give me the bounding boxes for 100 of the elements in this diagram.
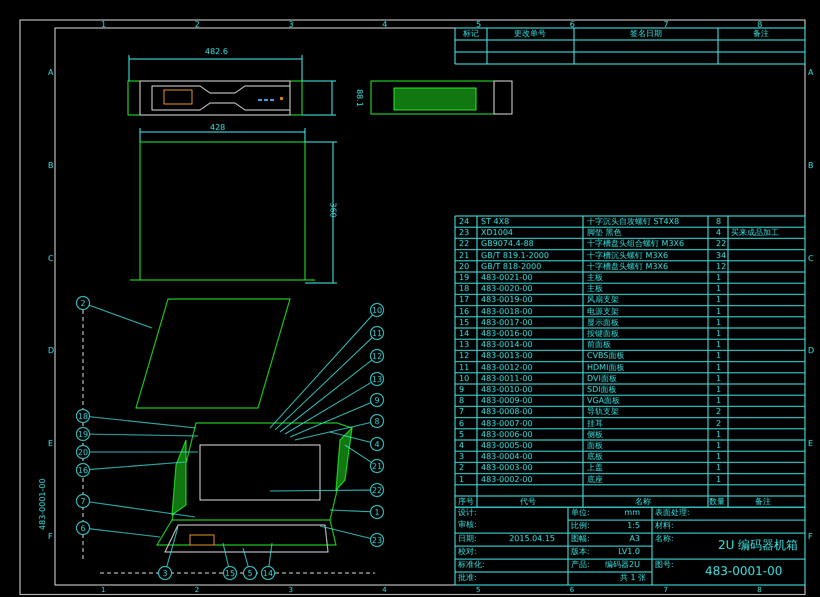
leader-line: [330, 432, 371, 443]
part-name: 主板: [587, 273, 603, 283]
part-code: 483-0019-00: [481, 295, 533, 306]
quantity: 1: [716, 340, 722, 350]
field-label: 图号:: [655, 560, 674, 570]
part-name: 挂耳: [587, 418, 603, 429]
row-number: 10: [459, 374, 470, 384]
leader-line: [330, 510, 370, 512]
row-number: 6: [459, 418, 464, 429]
field-label: 材料:: [655, 521, 674, 532]
callout-number: 16: [76, 463, 90, 477]
field-label: 设计:: [458, 508, 477, 518]
leader-line: [290, 402, 371, 438]
quantity: 1: [716, 385, 722, 395]
row-number: 22: [459, 239, 470, 250]
part-name: 上盖: [587, 463, 603, 474]
zone-number: 6: [570, 20, 575, 30]
quantity: 1: [716, 351, 722, 362]
part-name: 风扇支架: [587, 295, 619, 306]
row-number: 2: [459, 463, 464, 474]
part-name: 面板: [587, 441, 603, 451]
part-code: 483-0018-00: [481, 306, 533, 317]
part-code: XD1004: [481, 228, 513, 238]
drawing-number: 483-0001-00: [38, 478, 48, 530]
field-label: 比例:: [571, 521, 590, 532]
column-header: 备注: [755, 497, 771, 507]
zone-letter: A: [808, 68, 814, 78]
row-number: 9: [459, 385, 464, 395]
dimension-text: 428: [210, 123, 226, 133]
part-name: 十字槽盘头组合螺钉 M3X6: [587, 239, 684, 250]
part-code: 483-0016-00: [481, 329, 533, 339]
column-header: 数量: [709, 497, 725, 507]
callout-number: 23: [370, 533, 384, 547]
zone-number: 3: [288, 20, 294, 30]
column-header: 更改单号: [514, 29, 546, 39]
part-code: 483-0006-00: [481, 430, 533, 440]
field-label: 名称:: [655, 534, 674, 544]
part-code: 483-0020-00: [481, 284, 533, 294]
row-number: 4: [459, 441, 464, 451]
callout-number: 1: [370, 505, 384, 519]
callout-number: 10: [370, 303, 384, 317]
zone-letter: E: [808, 439, 814, 450]
leader-line: [166, 526, 178, 567]
row-number: 14: [459, 329, 470, 339]
leader-line: [270, 314, 373, 428]
field-label: 批准:: [458, 573, 477, 584]
leader-line: [294, 422, 371, 440]
part-name: DVI面板: [587, 374, 617, 384]
part-code: 483-0017-00: [481, 318, 533, 328]
quantity: 4: [716, 228, 722, 238]
part-name: 脚垫 黑色: [587, 228, 622, 238]
part-name: 侧板: [587, 430, 603, 440]
part-name: 前面板: [587, 340, 611, 350]
part-name: 主板: [587, 284, 603, 294]
callout-number: 21: [370, 459, 384, 473]
quantity: 1: [716, 362, 722, 373]
field-value: A3: [629, 534, 640, 544]
quantity: 1: [716, 452, 722, 462]
row-number: 3: [459, 452, 464, 462]
field-label: 单位:: [571, 508, 590, 518]
row-number: 8: [459, 396, 464, 406]
callout-number: 5: [243, 566, 257, 580]
part-name: HDMI面板: [587, 362, 624, 373]
column-header: 序号: [458, 497, 474, 507]
quantity: 1: [716, 396, 722, 406]
part-name: SDI面板: [587, 385, 617, 395]
callout-number: 20: [76, 445, 90, 459]
leader-line: [90, 528, 160, 538]
quantity: 1: [716, 273, 722, 283]
field-label: 审核:: [458, 520, 477, 530]
row-number: 20: [459, 262, 470, 272]
row-number: 7: [459, 407, 464, 418]
part-code: 483-0002-00: [481, 474, 533, 485]
zone-letter: D: [808, 346, 814, 356]
drawing-number: 483-0001-00: [705, 564, 782, 578]
part-name: CVBS面板: [587, 351, 624, 362]
quantity: 1: [716, 463, 722, 474]
part-name: 按键面板: [587, 329, 619, 339]
zone-letter: F: [808, 532, 813, 542]
leader-line: [242, 548, 249, 567]
part-code: 483-0021-00: [481, 273, 533, 283]
row-number: 16: [459, 306, 470, 317]
row-number: 21: [459, 250, 470, 261]
quantity: 1: [716, 474, 722, 485]
zone-letter: C: [808, 254, 814, 264]
part-code: 483-0011-00: [481, 374, 533, 384]
leader-line: [284, 382, 372, 434]
callout-number: 19: [76, 427, 90, 441]
field-value: mm: [624, 508, 640, 518]
row-number: 18: [459, 284, 470, 294]
quantity: 12: [716, 262, 726, 272]
part-name: VGA面板: [587, 396, 620, 406]
column-header: 备注: [753, 29, 769, 39]
part-code: 483-0004-00: [481, 452, 533, 462]
zone-number: 7: [664, 20, 669, 30]
quantity: 34: [716, 250, 726, 261]
callout-number: 15: [223, 566, 237, 580]
callout-number: 4: [370, 437, 384, 451]
quantity: 1: [716, 441, 722, 451]
quantity: 8: [716, 217, 722, 227]
